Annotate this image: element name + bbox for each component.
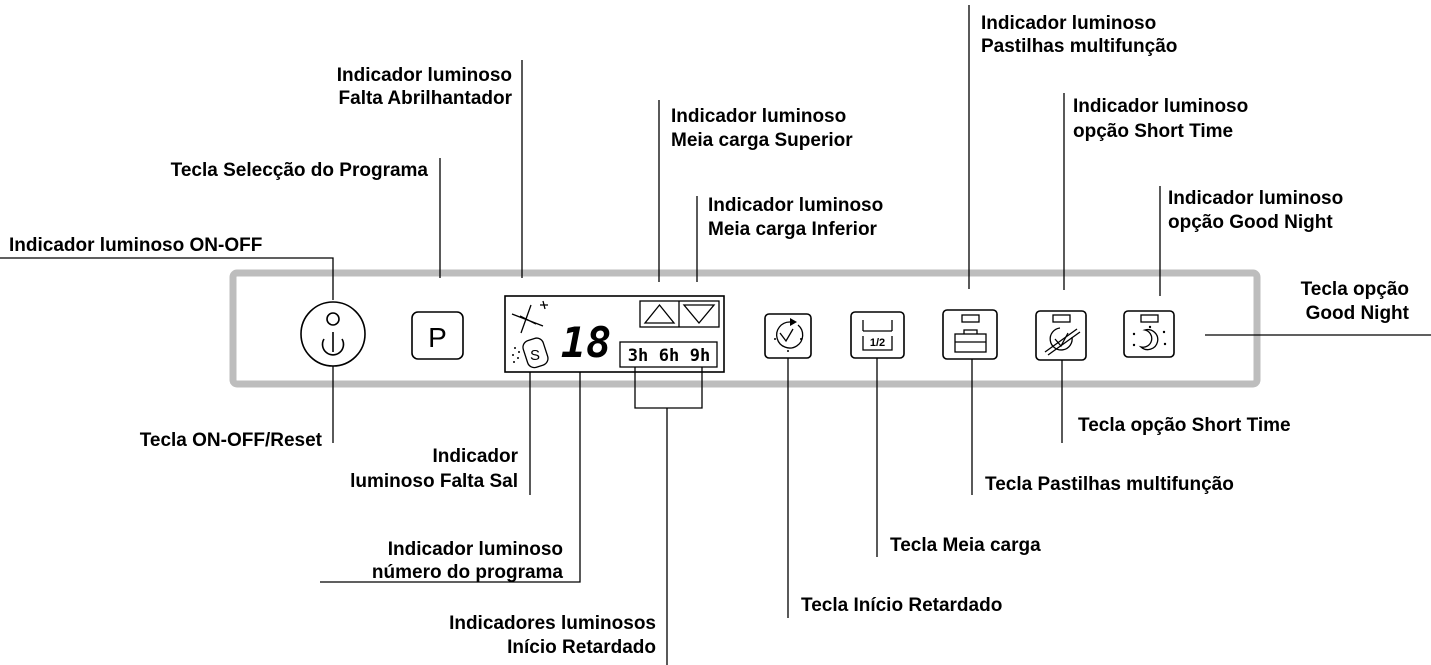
label-on-off-indicator: Indicador luminoso ON-OFF bbox=[9, 235, 262, 256]
multi-tab-indicator-light bbox=[961, 314, 980, 323]
label-half-lower-line1: Indicador luminoso bbox=[708, 195, 883, 216]
on-off-button[interactable] bbox=[300, 301, 366, 367]
label-program-number-line1: Indicador luminoso bbox=[388, 539, 563, 560]
label-on-off-key: Tecla ON-OFF/Reset bbox=[140, 430, 323, 451]
label-multi-tab-indicator-line1: Indicador luminoso bbox=[981, 13, 1156, 34]
multi-tab-button[interactable] bbox=[942, 309, 998, 360]
salt-icon-letter: S bbox=[530, 347, 540, 364]
label-half-upper-line2: Meia carga Superior bbox=[671, 130, 853, 151]
display-window: S 18 3h 6h 9h bbox=[504, 295, 725, 373]
label-delay-indicators-line1: Indicadores luminosos bbox=[449, 613, 656, 634]
label-delay-key: Tecla Início Retardado bbox=[801, 595, 1002, 616]
half-load-arrows bbox=[639, 300, 720, 328]
label-multi-tab-indicator-line2: Pastilhas multifunção bbox=[981, 36, 1177, 57]
label-multi-tab-key: Tecla Pastilhas multifunção bbox=[985, 474, 1234, 495]
label-program-number-line2: número do programa bbox=[372, 562, 564, 583]
power-icon bbox=[321, 332, 345, 356]
good-night-button[interactable] bbox=[1123, 310, 1175, 358]
leader-lines bbox=[0, 5, 1431, 665]
label-good-night-key-line1: Tecla opção bbox=[1301, 279, 1409, 300]
short-time-icon bbox=[1044, 327, 1081, 356]
delayed-start-button[interactable] bbox=[764, 313, 812, 359]
label-short-time-key: Tecla opção Short Time bbox=[1078, 415, 1291, 436]
multi-tab-icon bbox=[954, 329, 987, 353]
program-button-label: P bbox=[428, 322, 447, 353]
sparkle-icon bbox=[511, 300, 548, 334]
moon-icon bbox=[1132, 325, 1167, 351]
delay-9h-indicator: 9h bbox=[690, 346, 710, 366]
label-good-night-indicator-line1: Indicador luminoso bbox=[1168, 188, 1343, 209]
on-off-indicator-light bbox=[326, 312, 340, 326]
delay-6h-indicator: 6h bbox=[659, 346, 679, 366]
label-half-upper-line1: Indicador luminoso bbox=[671, 106, 846, 127]
label-short-time-indicator-line1: Indicador luminoso bbox=[1073, 96, 1248, 117]
label-salt-line2: luminoso Falta Sal bbox=[350, 471, 518, 492]
label-short-time-indicator-line2: opção Short Time bbox=[1073, 121, 1233, 142]
short-time-button[interactable] bbox=[1035, 310, 1087, 361]
salt-icon: S bbox=[512, 337, 549, 369]
label-good-night-indicator-line2: opção Good Night bbox=[1168, 212, 1333, 233]
label-rinse-aid-line1: Indicador luminoso bbox=[337, 65, 512, 86]
label-good-night-key-line2: Good Night bbox=[1306, 303, 1410, 324]
label-salt-line1: Indicador bbox=[432, 446, 518, 467]
delay-clock-icon bbox=[774, 318, 804, 352]
program-number-display: 18 bbox=[561, 318, 612, 367]
label-program-key: Tecla Selecção do Programa bbox=[171, 160, 429, 181]
delay-3h-indicator: 3h bbox=[628, 346, 648, 366]
half-load-icon-text: 1/2 bbox=[870, 337, 885, 349]
label-rinse-aid-line2: Falta Abrilhantador bbox=[339, 88, 513, 109]
half-load-upper-arrow-icon bbox=[643, 303, 676, 324]
program-button[interactable]: P bbox=[411, 311, 464, 360]
delay-indicator-row: 3h 6h 9h bbox=[619, 341, 718, 368]
good-night-indicator-light bbox=[1140, 314, 1159, 323]
short-time-indicator-light bbox=[1052, 314, 1071, 323]
half-load-icon: 1/2 bbox=[862, 320, 893, 351]
label-half-lower-line2: Meia carga Inferior bbox=[708, 219, 878, 240]
half-load-lower-arrow-icon bbox=[682, 304, 716, 325]
label-half-load-key: Tecla Meia carga bbox=[890, 535, 1041, 556]
label-delay-indicators-line2: Início Retardado bbox=[507, 637, 656, 658]
half-load-button[interactable]: 1/2 bbox=[850, 311, 905, 359]
panel-frame bbox=[229, 269, 1261, 388]
